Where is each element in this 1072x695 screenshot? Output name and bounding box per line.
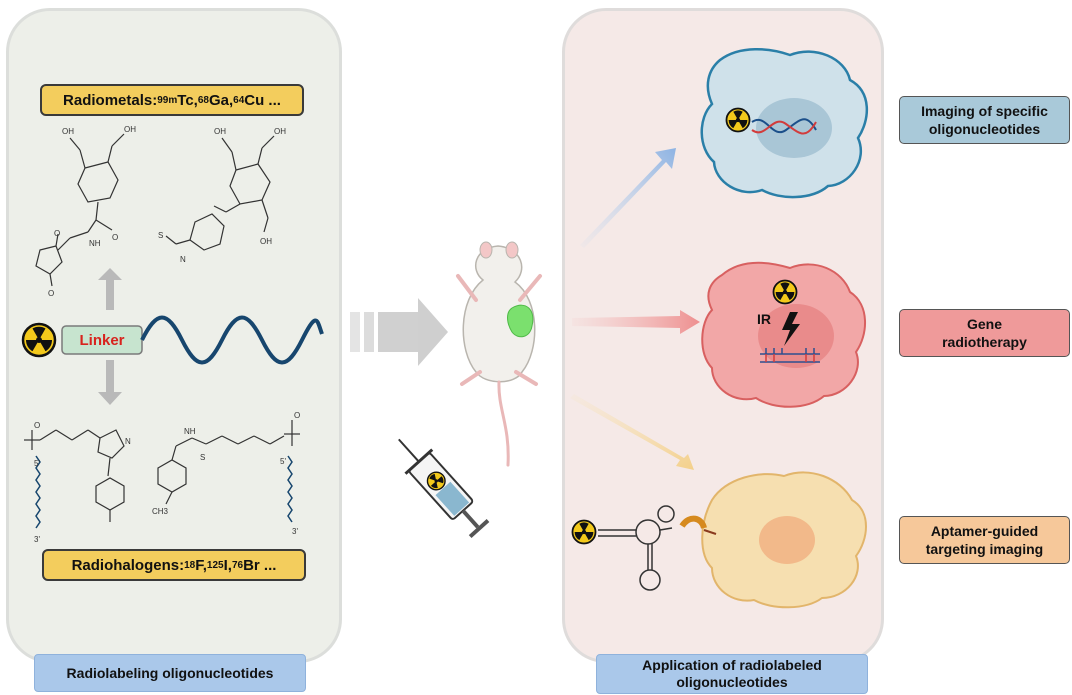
- oligonucleotide-wave: [140, 315, 324, 365]
- radiation-icon: [21, 322, 57, 358]
- aptamer-label-line1: Aptamer-guided: [930, 523, 1039, 539]
- aptamer-label-line2: targeting imaging: [925, 541, 1044, 557]
- big-arrow-icon: [350, 298, 448, 366]
- chelator-structure-1: [35, 133, 125, 287]
- nh-label: NH: [89, 239, 101, 248]
- o-label: O: [112, 233, 118, 242]
- radiometals-m3-mass: 64: [233, 94, 245, 106]
- right-caption-line1: Application of radiolabeled: [642, 657, 822, 673]
- arrow-up-icon: [98, 268, 122, 310]
- radiometals-prefix: Radiometals:: [63, 91, 158, 109]
- radiohalogens-h3-mass: 76: [231, 559, 244, 571]
- radiometals-m2-symbol: Ga,: [208, 91, 234, 109]
- arrow-to-gene-icon: [572, 310, 700, 334]
- s-label: S: [158, 231, 163, 240]
- gene-label-line1: Gene: [966, 316, 1002, 332]
- radiohalogens-h2-mass: 125: [206, 559, 224, 571]
- radiometals-m3-symbol: Cu ...: [244, 91, 281, 109]
- oh-label: OH: [62, 127, 74, 136]
- right-caption-line2: oligonucleotides: [676, 674, 788, 690]
- radiohalogens-h1-mass: 18: [184, 559, 196, 571]
- five-prime-label: 5': [34, 459, 40, 468]
- radiohalogens-prefix: Radiohalogens:: [71, 556, 185, 574]
- halogen-structure-2: [157, 420, 300, 523]
- arrow-down-icon: [98, 360, 122, 405]
- o-label: O: [34, 421, 40, 430]
- n-label: N: [125, 437, 131, 446]
- ir-label: IR: [757, 311, 771, 327]
- three-prime-label: 3': [34, 535, 40, 544]
- gene-label-line2: radiotherapy: [942, 334, 1027, 350]
- o-label: O: [294, 411, 300, 420]
- o-label: O: [48, 289, 54, 298]
- oh-label: OH: [214, 127, 226, 136]
- three-prime-label: 3': [292, 527, 298, 536]
- radiohalogens-h1-symbol: F,: [195, 556, 207, 574]
- radiometals-m1-mass: 99m: [157, 94, 178, 106]
- oh-label: OH: [260, 237, 272, 246]
- imaging-cell-illustration: [700, 48, 869, 199]
- aptamer-structure: [598, 505, 675, 591]
- aptamer-radiation-icon: [571, 519, 597, 545]
- chelator-structure-2: [165, 135, 275, 251]
- arrow-to-imaging-icon: [580, 148, 676, 248]
- halogen-structure-1: [24, 429, 125, 529]
- s-label: S: [200, 453, 205, 462]
- gene-radiotherapy-label: Gene radiotherapy: [899, 309, 1070, 357]
- linker-label: Linker: [79, 332, 124, 349]
- radiohalogens-h2-symbol: I,: [223, 556, 232, 574]
- aptamer-cell-illustration: [679, 471, 867, 609]
- radiohalogens-h3-symbol: Br ...: [243, 556, 277, 574]
- arrow-to-aptamer-icon: [570, 394, 694, 470]
- n-label: N: [180, 255, 186, 264]
- left-caption: Radiolabeling oligonucleotides: [34, 654, 306, 692]
- o-label: O: [54, 229, 60, 238]
- imaging-label-line2: oligonucleotides: [928, 121, 1041, 137]
- syringe-icon: [398, 438, 490, 539]
- oh-label: OH: [274, 127, 286, 136]
- oh-label: OH: [124, 125, 136, 134]
- gene-radiotherapy-cell-illustration: [701, 261, 867, 408]
- imaging-label: Imaging of specific oligonucleotides: [899, 96, 1070, 144]
- radiometals-m1-symbol: Tc,: [177, 91, 198, 109]
- nh-label: NH: [184, 427, 196, 436]
- ch3-label: CH3: [152, 507, 169, 516]
- aptamer-label: Aptamer-guided targeting imaging: [899, 516, 1070, 564]
- imaging-label-line1: Imaging of specific: [921, 103, 1048, 119]
- mouse-illustration: [456, 241, 542, 467]
- five-prime-label: 5': [280, 457, 286, 466]
- radiometals-m2-mass: 68: [197, 94, 209, 106]
